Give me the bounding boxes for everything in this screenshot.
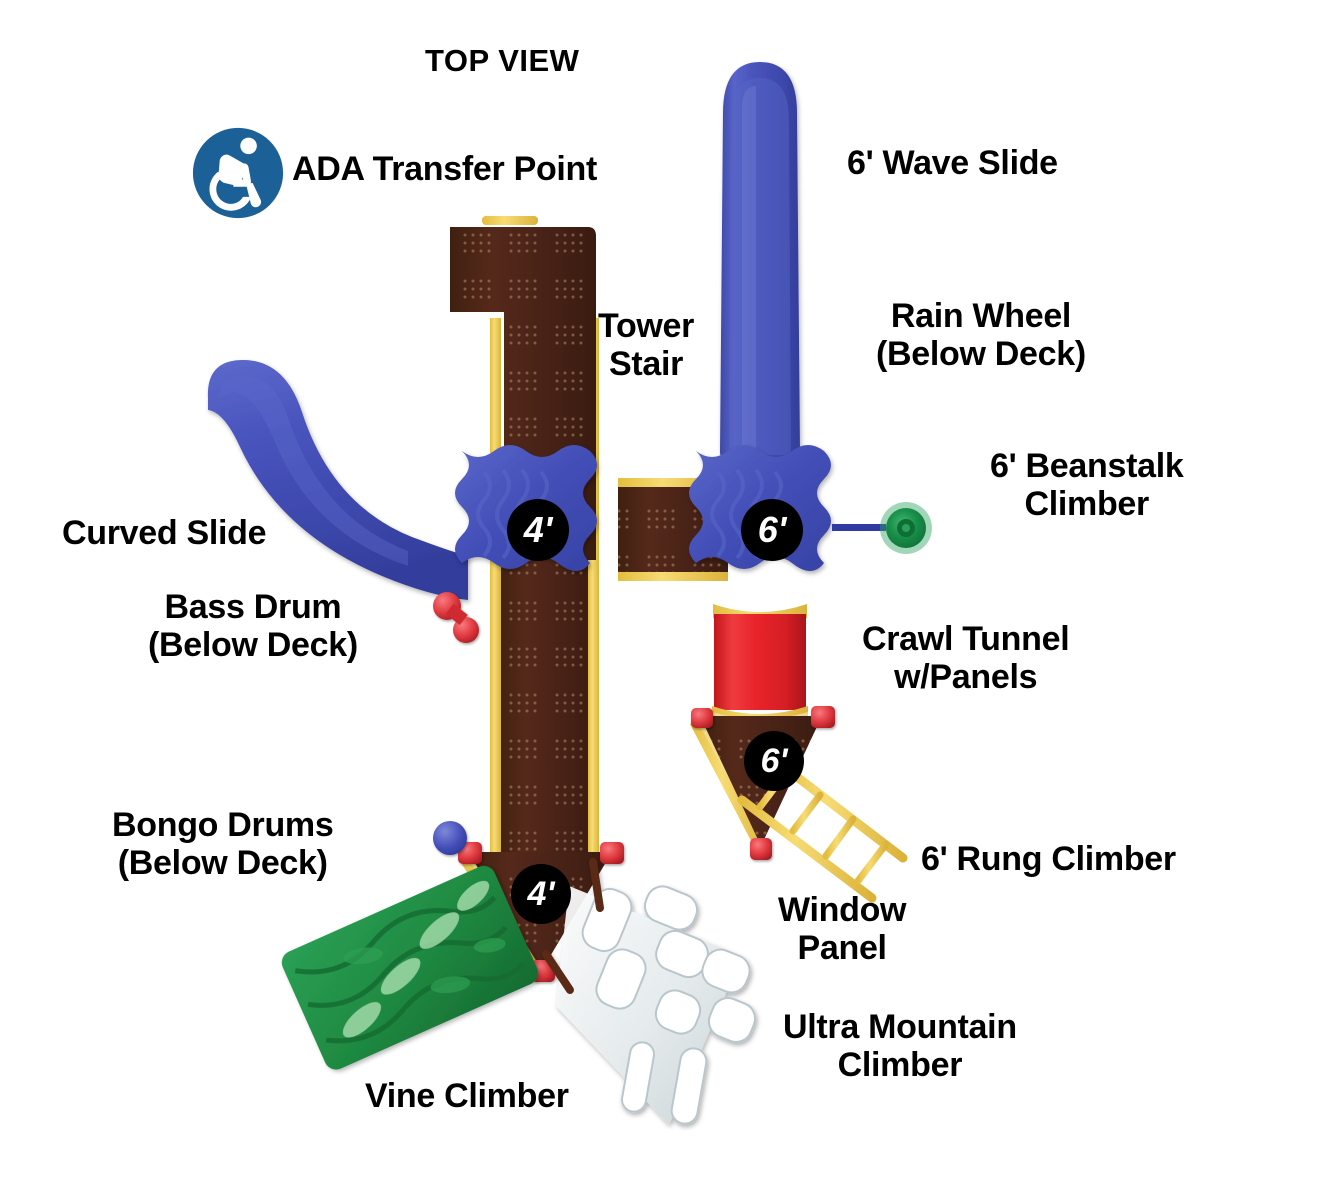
deck-height-badge-6ft-triangle: 6' — [744, 731, 804, 791]
vine-climber-label: Vine Climber — [365, 1077, 569, 1115]
beanstalk-climber — [832, 502, 932, 554]
deck-height-badge-4ft-triangle: 4' — [511, 864, 571, 924]
crawl-tunnel-label: Crawl Tunnel w/Panels — [862, 620, 1070, 697]
ultra-mountain-climber — [542, 858, 757, 1125]
crawl-tunnel — [712, 604, 808, 732]
deck-height-badge-6ft: 6' — [741, 499, 803, 561]
rung-climber-label: 6' Rung Climber — [921, 840, 1176, 878]
vine-climber — [281, 865, 539, 1070]
bass-drum-label: Bass Drum (Below Deck) — [148, 588, 358, 665]
wheelchair-accessible-icon — [192, 127, 284, 219]
bass-drum-icon — [433, 592, 479, 643]
ada-transfer-point-label: ADA Transfer Point — [292, 150, 598, 188]
deck-height-badge-4ft: 4' — [507, 499, 569, 561]
tower-deck-column — [490, 560, 599, 860]
curved-slide-label: Curved Slide — [62, 514, 267, 552]
ultra-mountain-climber-label: Ultra Mountain Climber — [783, 1008, 1017, 1085]
curved-slide — [207, 360, 468, 600]
rain-wheel-label: Rain Wheel (Below Deck) — [876, 297, 1086, 374]
tower-stair-label: Tower Stair — [598, 307, 695, 384]
beanstalk-climber-label: 6' Beanstalk Climber — [990, 447, 1184, 524]
bongo-drums-icon — [433, 821, 467, 855]
bongo-drums-label: Bongo Drums (Below Deck) — [112, 806, 334, 883]
page-title: TOP VIEW — [425, 43, 580, 78]
wave-slide-label: 6' Wave Slide — [847, 144, 1058, 182]
wave-slide — [720, 62, 800, 470]
window-panel-label: Window Panel — [778, 891, 907, 968]
